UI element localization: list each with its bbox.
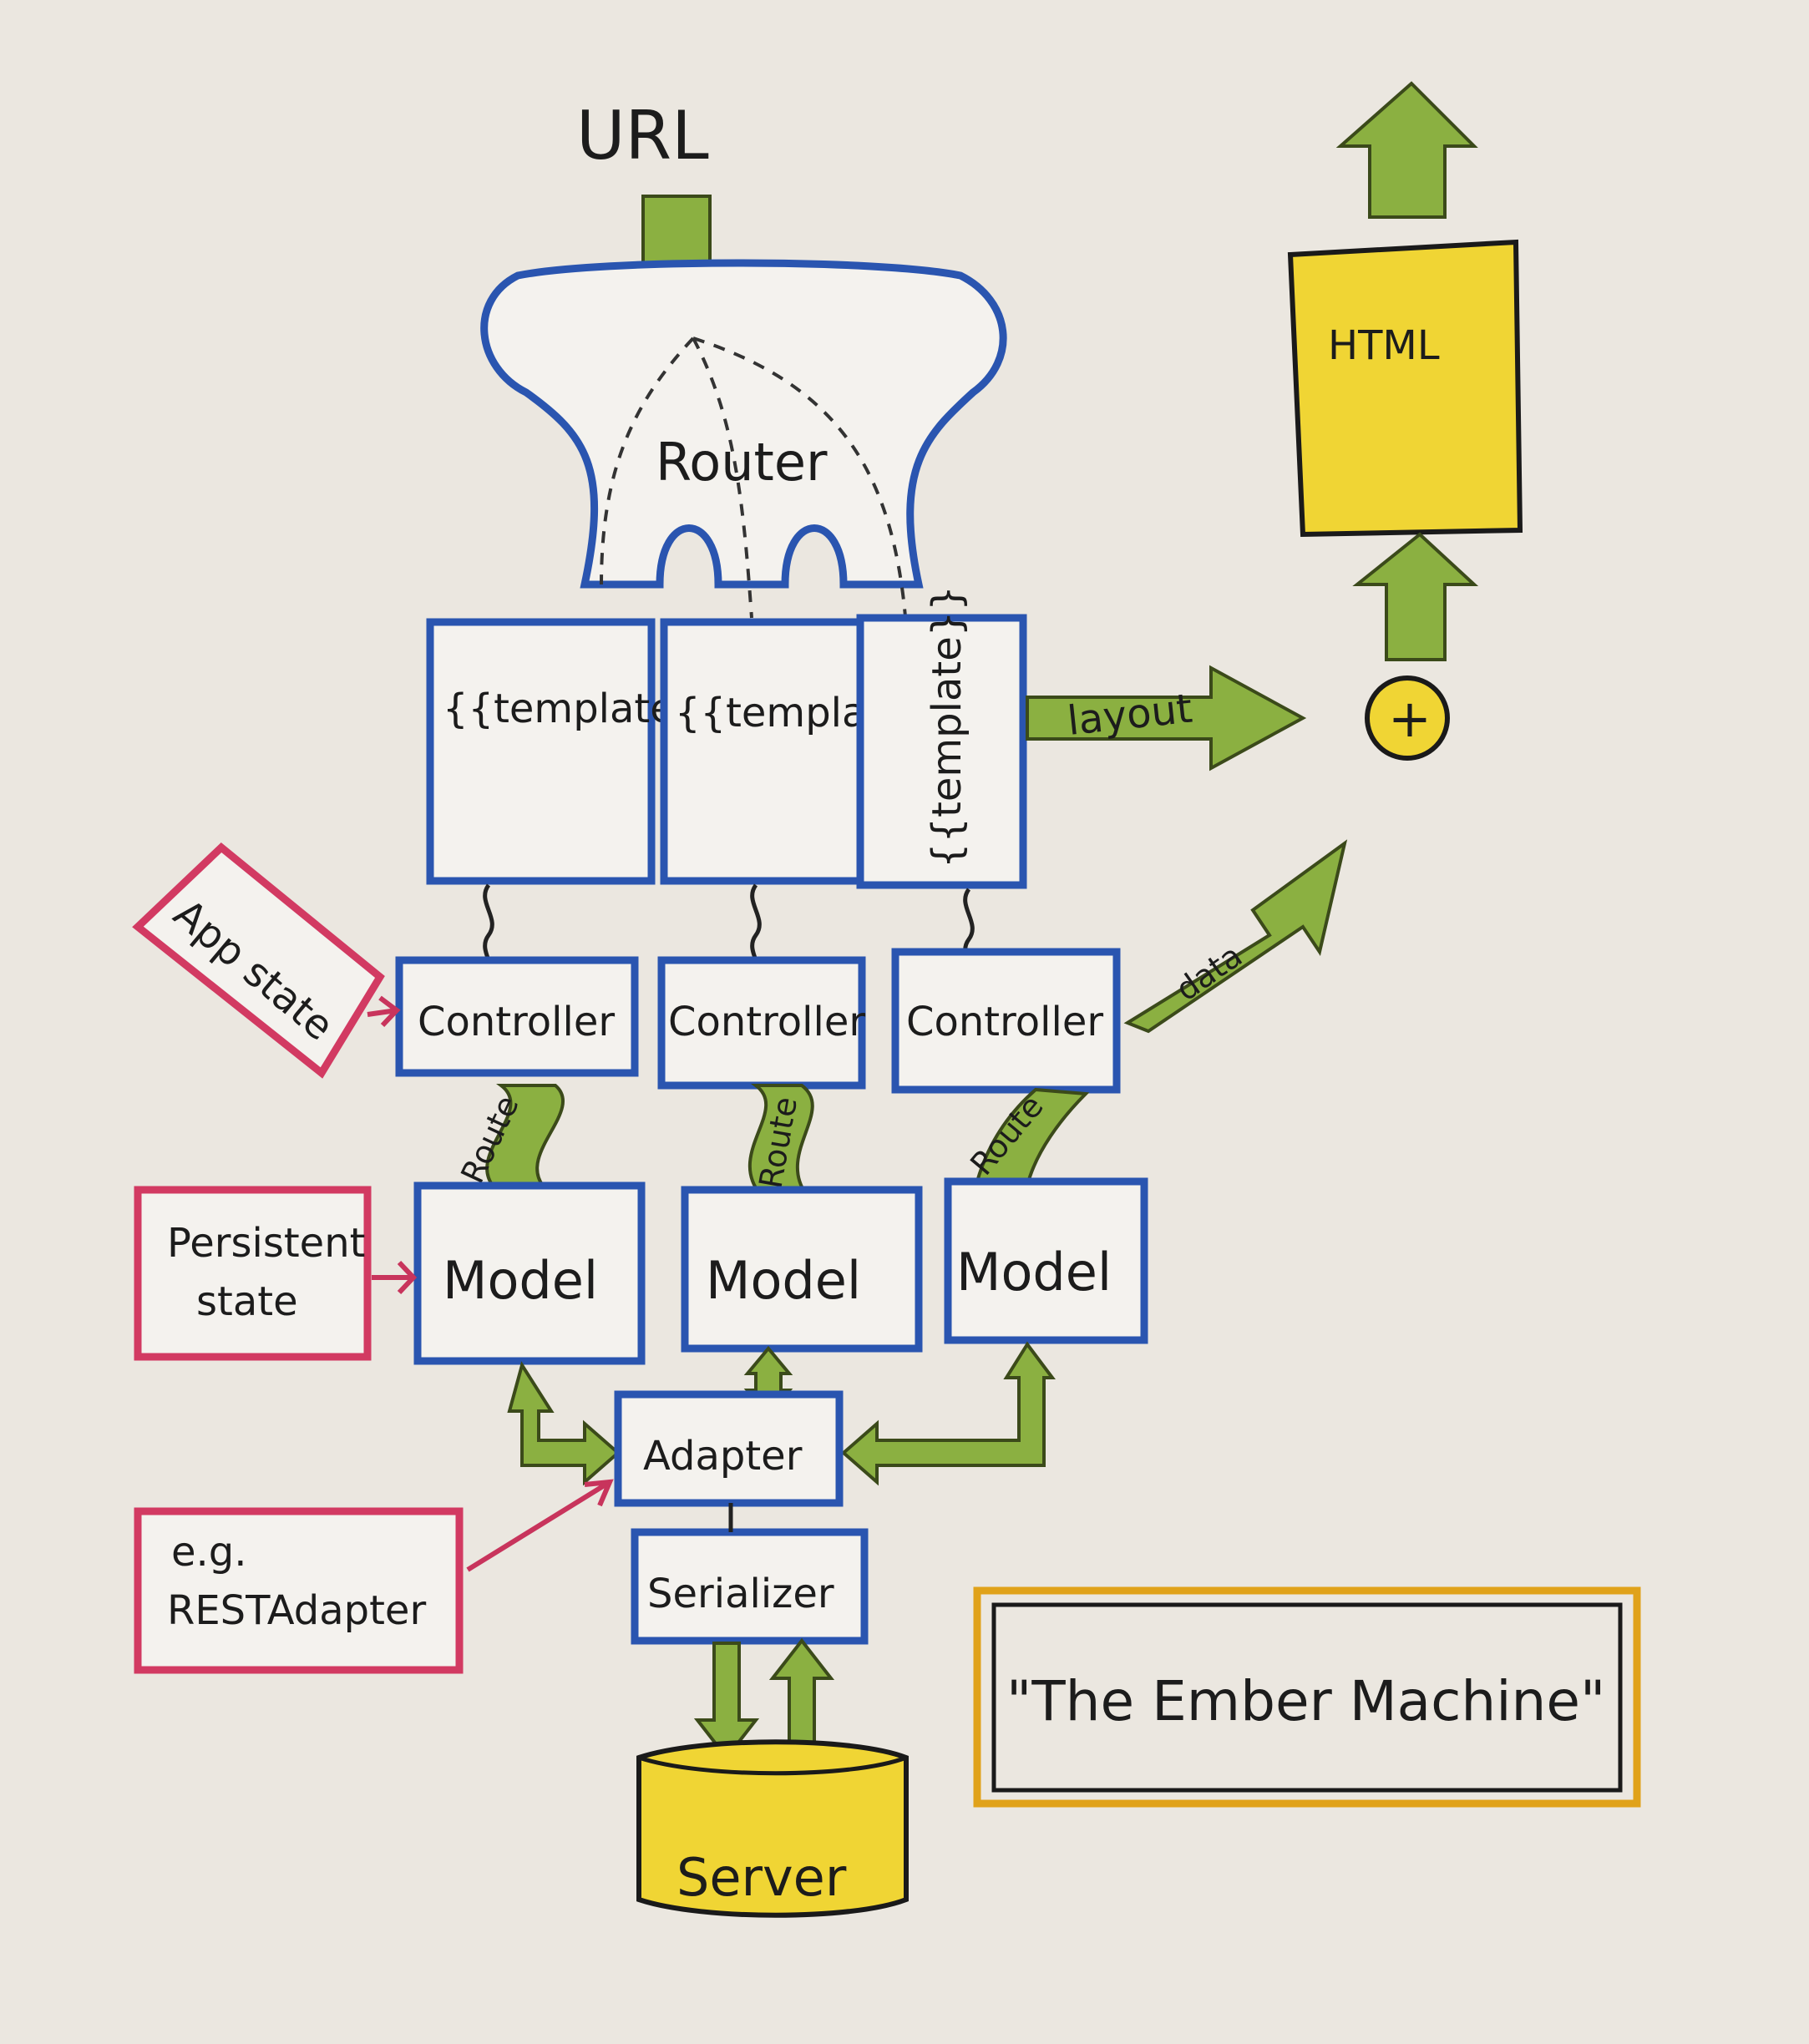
server: Server	[636, 1739, 909, 1918]
serializer-box	[631, 1528, 869, 1645]
url-label: URL	[576, 97, 709, 175]
controller-label-1: Controller	[418, 999, 615, 1045]
html-up-arrow	[1335, 81, 1478, 219]
plus-up-arrow	[1352, 532, 1479, 661]
model-label-2: Model	[706, 1250, 861, 1311]
title-card: "The Ember Machine"	[973, 1586, 1641, 1808]
server-label: Server	[676, 1847, 847, 1908]
data-arrow	[1123, 839, 1348, 1034]
persistent-state-note: Persistent state	[134, 1186, 418, 1361]
app-state-note: App state	[132, 842, 401, 1079]
template-label-3: {{template}}	[924, 585, 970, 868]
controller-box-1	[395, 956, 639, 1077]
model-box-2	[681, 1186, 923, 1353]
layout-arrow	[1026, 665, 1307, 772]
model-group: Model Model Model	[413, 1177, 1148, 1365]
controller-label-3: Controller	[906, 999, 1103, 1045]
rest-adapter-line2: RESTAdapter	[167, 1587, 426, 1634]
html-label: HTML	[1328, 322, 1440, 369]
plus-node	[1365, 675, 1450, 761]
template-box-1	[426, 618, 656, 885]
controller-label-2: Controller	[668, 999, 865, 1045]
adapter-box	[614, 1390, 844, 1507]
persistent-state-box	[134, 1186, 372, 1361]
controller-box-3	[891, 948, 1121, 1094]
title-text: "The Ember Machine"	[1006, 1669, 1605, 1733]
persistent-state-line2: state	[196, 1278, 298, 1325]
router-label: Router	[656, 432, 828, 493]
controller-group: Controller Controller Controller	[395, 948, 1121, 1094]
adapter-label: Adapter	[643, 1433, 803, 1480]
html-document: HTML	[1287, 239, 1523, 538]
model-box-1	[413, 1181, 646, 1365]
template-box-3	[856, 614, 1027, 889]
serializer-label: Serializer	[647, 1571, 834, 1617]
model-label-3: Model	[956, 1242, 1112, 1303]
rest-adapter-line1: e.g.	[171, 1529, 247, 1576]
template-box-2	[660, 618, 864, 885]
rest-adapter-box	[134, 1507, 464, 1674]
model-box-3	[944, 1177, 1148, 1344]
router: Router	[480, 259, 1007, 627]
persistent-state-line1: Persistent	[167, 1220, 365, 1267]
plus-label: +	[1388, 688, 1431, 749]
template-group: {{template}} {{template}} {{template}}	[426, 585, 1027, 889]
rest-adapter-note: e.g. RESTAdapter	[134, 1479, 614, 1674]
model-label-1: Model	[443, 1250, 598, 1311]
